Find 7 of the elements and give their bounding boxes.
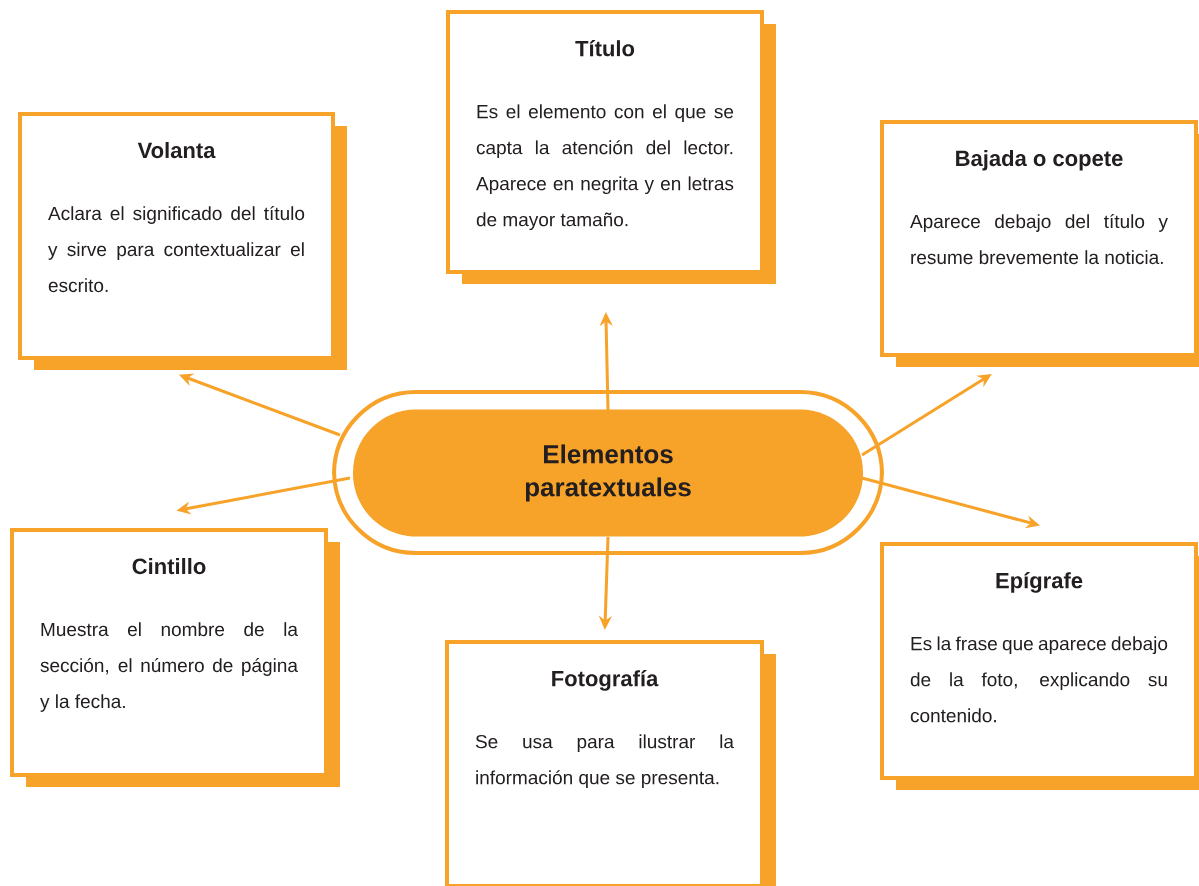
text-box: Título Es el elemento con el que se capta la atención del lector. Aparece en negrita y en letras de mayor tamaño. xyxy=(446,10,776,284)
central-pill: Elementos paratextuales xyxy=(332,390,884,555)
text-box: Bajada o copete Aparece debajo del título y resume brevemente la noticia. xyxy=(880,120,1199,367)
text-box: Fotografía Se usa para ilustrar la información que se presenta. xyxy=(445,640,776,886)
text-box: Cintillo Muestra el nombre de la sección, el número de página y la fecha. xyxy=(10,528,340,787)
text-box: Volanta Aclara el significado del título y sirve para contextualizar el escrito. xyxy=(18,112,347,370)
text-box: Epígrafe Es la frase que aparece debajo de la foto, explicando su contenido. xyxy=(880,542,1199,790)
